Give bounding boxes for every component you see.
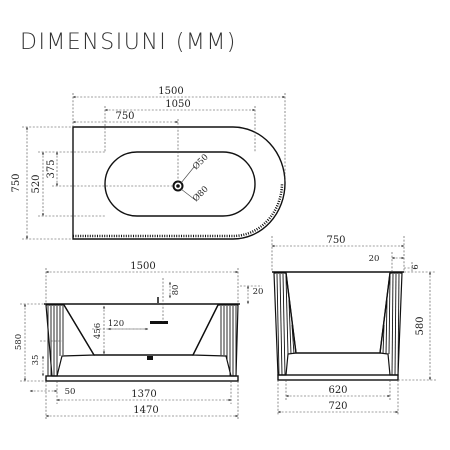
dim-side-overall-height: 580 bbox=[415, 316, 426, 335]
dim-drain-diameter: Ø50 bbox=[190, 152, 210, 172]
top-view-basin bbox=[104, 151, 256, 217]
side-view: 750 20 6 580 620 720 bbox=[271, 235, 436, 416]
dim-side-base-inner-width: 620 bbox=[328, 385, 347, 396]
front-basin-outline bbox=[63, 304, 219, 356]
dim-front-rim-thickness: 20 bbox=[253, 287, 264, 297]
front-base bbox=[45, 375, 239, 382]
dim-front-inner-depth: 456 bbox=[93, 323, 103, 339]
front-drain-icon bbox=[147, 356, 153, 360]
dim-front-base-height: 35 bbox=[31, 355, 41, 366]
overflow-plate-icon bbox=[150, 321, 168, 324]
page-title: DIMENSIUNI (MM) bbox=[20, 30, 237, 55]
dim-front-overall-height: 580 bbox=[14, 334, 24, 350]
dim-top-basin-width: 520 bbox=[31, 174, 42, 193]
dim-top-overall-length: 1500 bbox=[158, 86, 183, 97]
drain-center-icon bbox=[176, 184, 180, 188]
top-view: 1500 1050 750 750 520 375 Ø50 Ø80 bbox=[11, 86, 286, 240]
dim-side-top-gap: 6 bbox=[411, 264, 421, 269]
side-basin-outline bbox=[285, 272, 391, 354]
dim-side-overall-width: 750 bbox=[326, 235, 345, 246]
dim-front-base-length: 1470 bbox=[133, 405, 158, 416]
top-view-outline bbox=[72, 126, 286, 240]
dim-top-half-length: 750 bbox=[115, 111, 134, 122]
dim-front-overflow-offset: 120 bbox=[108, 319, 124, 329]
dim-front-overall-length: 1500 bbox=[130, 261, 155, 272]
dim-side-base-width: 720 bbox=[328, 401, 347, 412]
dim-front-base-inner-length: 1370 bbox=[131, 389, 156, 400]
dim-overflow-diameter: Ø80 bbox=[190, 184, 210, 204]
dim-side-rim-thickness: 20 bbox=[369, 254, 380, 264]
dim-top-basin-length: 1050 bbox=[165, 99, 190, 110]
dim-front-base-inset: 50 bbox=[65, 387, 76, 397]
dim-top-drain-offset: 375 bbox=[46, 159, 57, 178]
dim-front-overflow-height: 80 bbox=[171, 285, 181, 296]
dim-top-overall-width: 750 bbox=[11, 173, 22, 192]
side-base bbox=[277, 374, 399, 381]
front-view: 1500 80 20 120 456 580 35 50 1370 1470 bbox=[14, 261, 263, 420]
